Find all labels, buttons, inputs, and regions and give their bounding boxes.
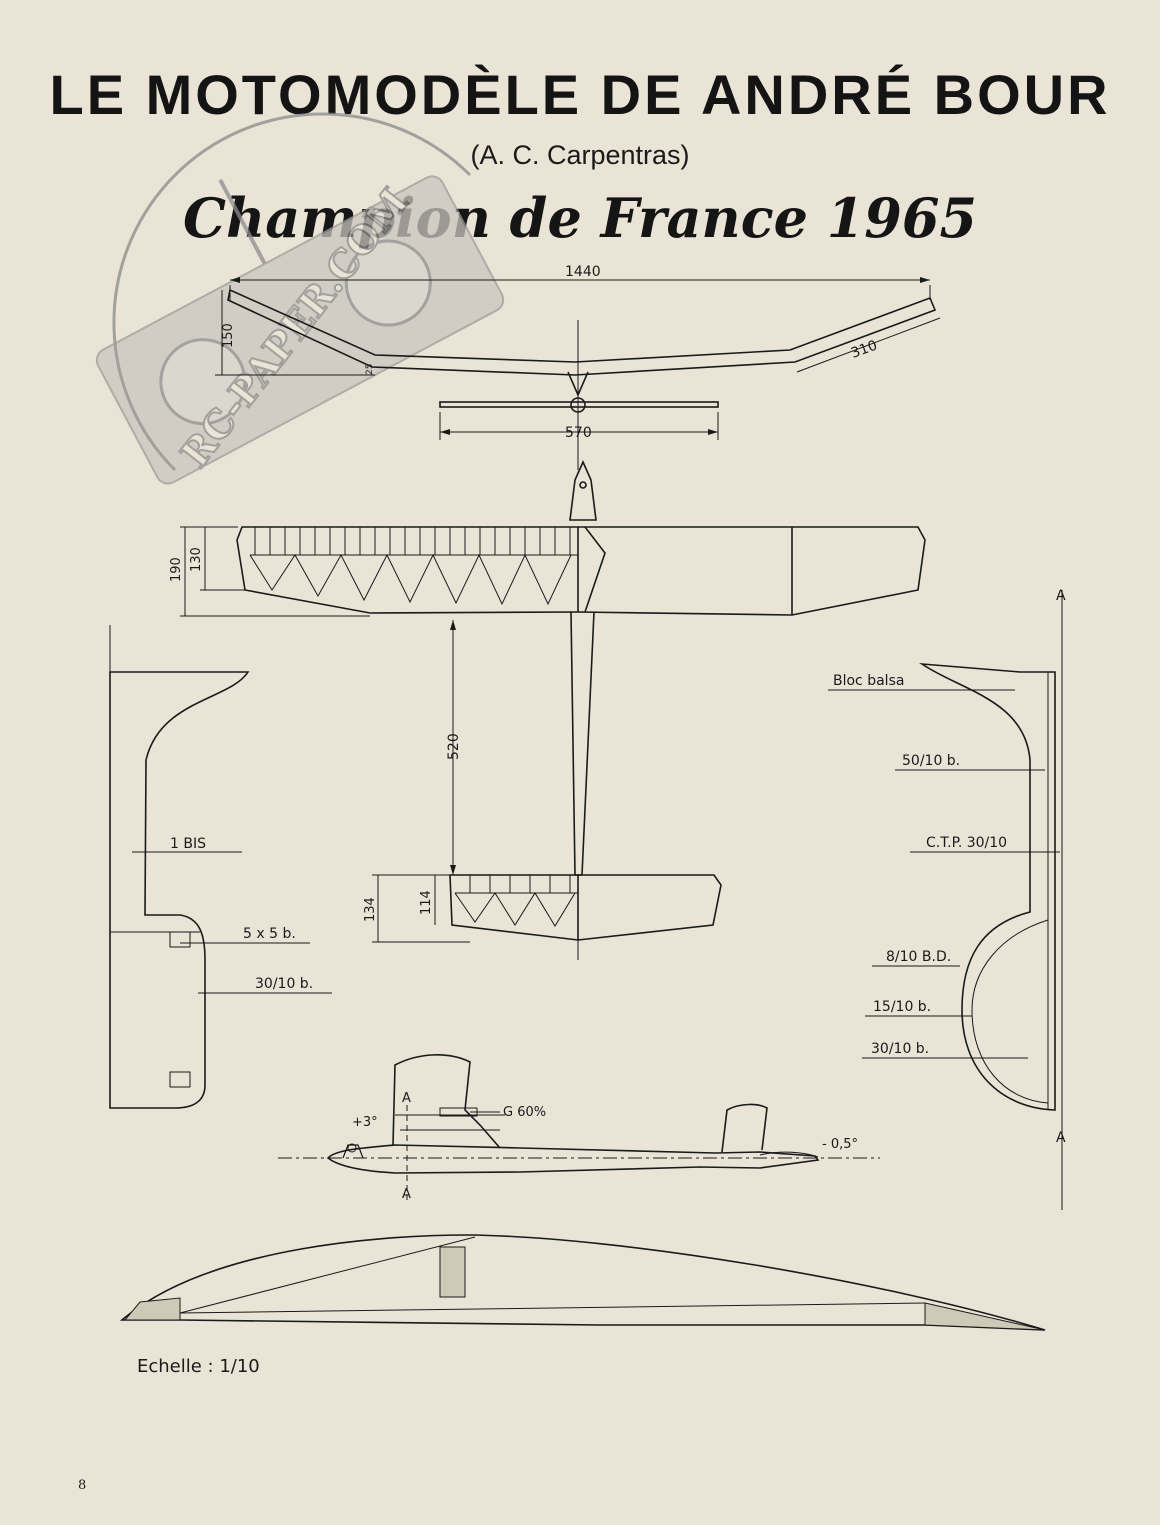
stab-ribs [454,875,578,927]
side-view: A A +3° G 60% - 0,5° [278,1054,880,1202]
stab-incidence: - 0,5° [822,1137,858,1152]
dim-chord-mid: 130 [189,547,204,572]
antenna-icon [218,178,267,265]
dim-chord-root: 190 [169,557,184,582]
scale-label: Echelle : 1/10 [137,1356,260,1377]
stick-gimbal-icon [159,338,247,426]
dim-stab-span: 570 [565,425,592,441]
page-title: LE MOTOMODÈLE DE ANDRÉ BOUR [49,63,1111,126]
label-plank: 30/10 b. [255,976,313,992]
spar-block [439,1246,466,1298]
side-section-a-bottom: A [402,1187,411,1202]
page-number: 8 [78,1478,87,1493]
label-spar: 5 x 5 b. [243,926,296,942]
wing-ribs [249,527,578,606]
fin-detail-left: 1 BIS 5 x 5 b. 30/10 b. [109,625,332,1109]
dim-span: 1440 [565,264,601,280]
section-mark-top: A [1056,588,1066,604]
dim-step: 25 [365,364,375,375]
wing-incidence: +3° [352,1115,378,1130]
club-subtitle: (A. C. Carpentras) [470,140,690,170]
leading-edge-block [123,1297,181,1321]
label-15-10: 15/10 b. [873,999,931,1015]
section-mark-bottom: A [1056,1130,1066,1146]
label-30-10: 30/10 b. [871,1041,929,1057]
dim-stab-chord-outer: 134 [363,897,378,922]
airfoil-section [119,1234,1046,1331]
side-section-a-top: A [402,1091,411,1106]
dim-tip-panel: 310 [849,338,880,362]
label-bd: 8/10 B.D. [886,949,951,965]
label-1bis: 1 BIS [170,836,206,852]
dim-dihedral: 150 [221,323,236,348]
fin-detail-right: A A Bloc balsa 50/10 b. C.T.P. 30/10 8/1… [828,588,1066,1210]
dim-tail-moment: 520 [446,733,462,760]
stick-gimbal-icon [344,239,432,327]
top-view: 190 130 520 134 [169,460,926,960]
label-50-10: 50/10 b. [902,753,960,769]
label-ctp: C.T.P. 30/10 [926,835,1007,851]
profile-label: G 60% [503,1105,546,1120]
trailing-edge-block [924,1302,1046,1331]
watermark-stamp: RC-PAPER.COM [95,112,505,485]
label-bloc-balsa: Bloc balsa [833,673,904,689]
dim-stab-chord-inner: 114 [419,890,434,915]
